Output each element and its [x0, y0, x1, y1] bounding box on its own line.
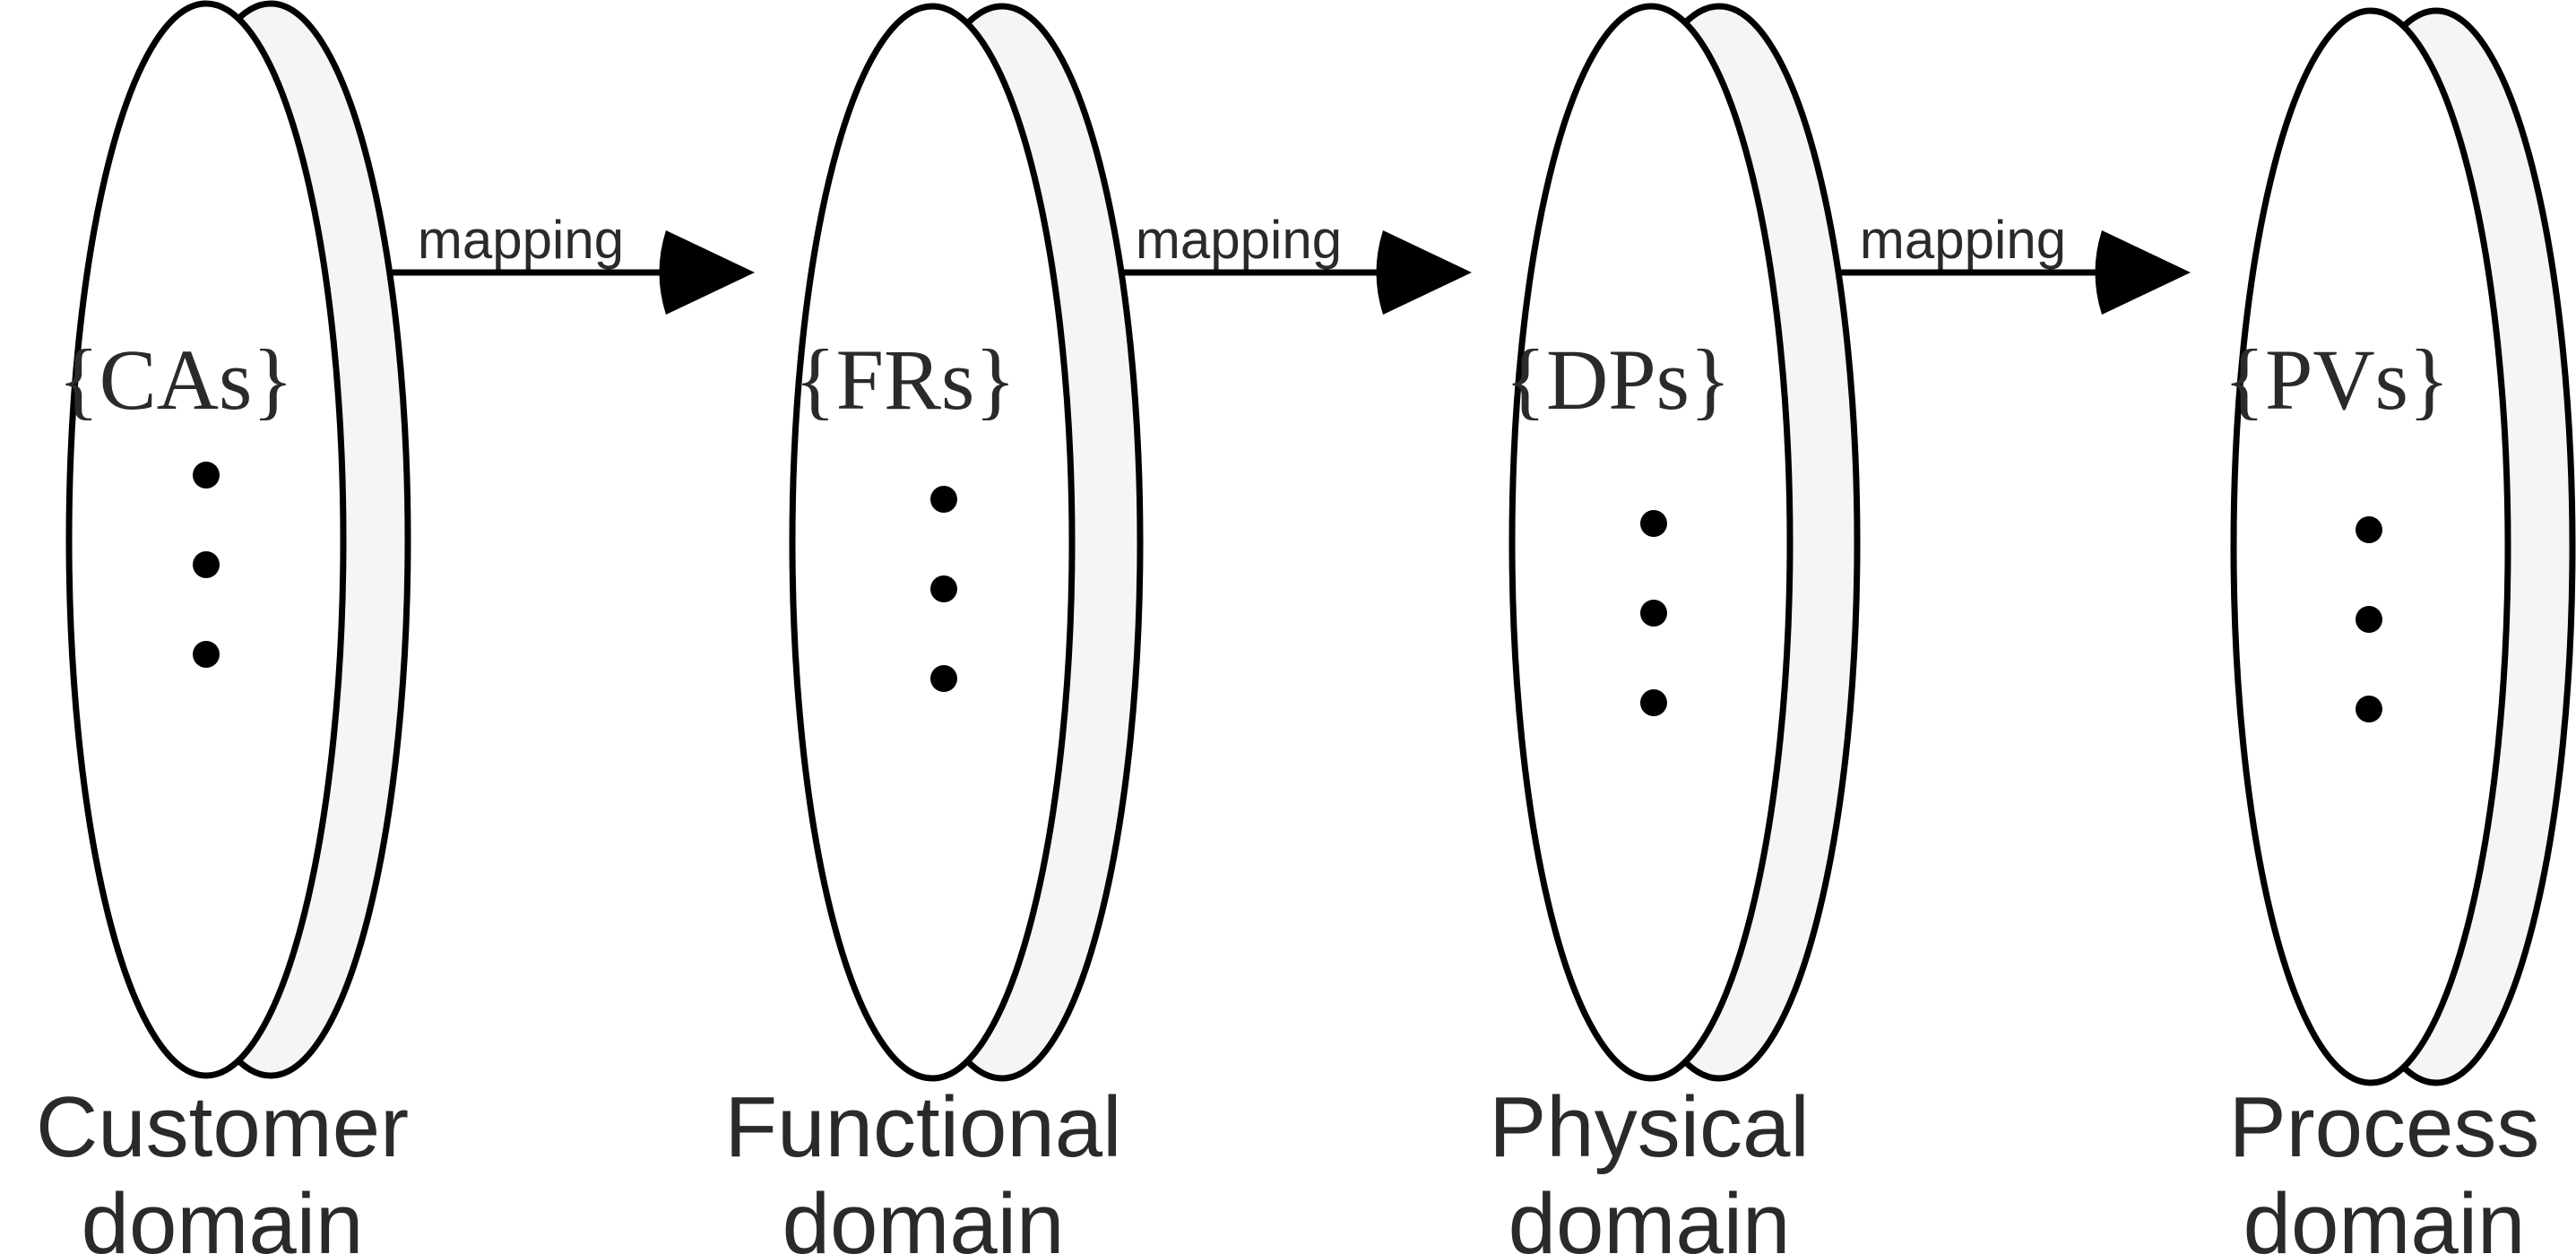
mapping-label: mapping	[1860, 210, 2066, 270]
customer-ellipsis-dot	[193, 641, 220, 668]
process-ellipsis-dot	[2356, 696, 2382, 722]
physical-ellipsis-dot	[1640, 510, 1667, 537]
domain-process: {PVs} Process domain	[2224, 7, 2576, 1254]
domain-physical: {DPs} Physical domain	[1489, 3, 1861, 1254]
functional-set-label: {FRs}	[795, 332, 1016, 428]
mapping-label: mapping	[418, 210, 624, 270]
process-set-label: {PVs}	[2224, 332, 2450, 428]
physical-domain-subtitle: domain	[1508, 1176, 1791, 1254]
mapping-arrow-1: mapping	[388, 210, 755, 315]
functional-domain-subtitle: domain	[782, 1176, 1065, 1254]
mapping-arrow-head	[2095, 230, 2191, 315]
process-ellipsis-dot	[2356, 516, 2382, 543]
process-ellipsis-dot	[2356, 606, 2382, 633]
customer-ellipsis-dot	[193, 551, 220, 578]
functional-domain-title: Functional	[725, 1079, 1122, 1175]
functional-ellipsis-dot	[930, 665, 957, 692]
process-domain-title: Process	[2229, 1079, 2540, 1175]
functional-disc-face	[789, 3, 1076, 1082]
physical-ellipsis-dot	[1640, 689, 1667, 716]
mapping-label: mapping	[1136, 210, 1342, 270]
customer-disc-face	[65, 0, 347, 1079]
domain-customer: {CAs} Customer domain	[36, 0, 411, 1254]
customer-set-label: {CAs}	[58, 332, 294, 428]
process-disc-face	[2230, 7, 2511, 1086]
physical-domain-title: Physical	[1489, 1079, 1809, 1175]
mapping-arrow-head	[659, 230, 755, 315]
functional-ellipsis-dot	[930, 575, 957, 602]
customer-domain-subtitle: domain	[82, 1176, 364, 1254]
customer-ellipsis-dot	[193, 462, 220, 489]
physical-disc-face	[1508, 3, 1794, 1082]
customer-domain-title: Customer	[36, 1079, 409, 1175]
physical-set-label: {DPs}	[1505, 332, 1731, 428]
mapping-arrow-2: mapping	[1119, 210, 1472, 315]
physical-ellipsis-dot	[1640, 600, 1667, 627]
mapping-arrow-head	[1376, 230, 1472, 315]
mapping-arrow-3: mapping	[1836, 210, 2191, 315]
functional-ellipsis-dot	[930, 486, 957, 513]
domain-functional: {FRs} Functional domain	[725, 3, 1144, 1254]
process-domain-subtitle: domain	[2243, 1176, 2526, 1254]
